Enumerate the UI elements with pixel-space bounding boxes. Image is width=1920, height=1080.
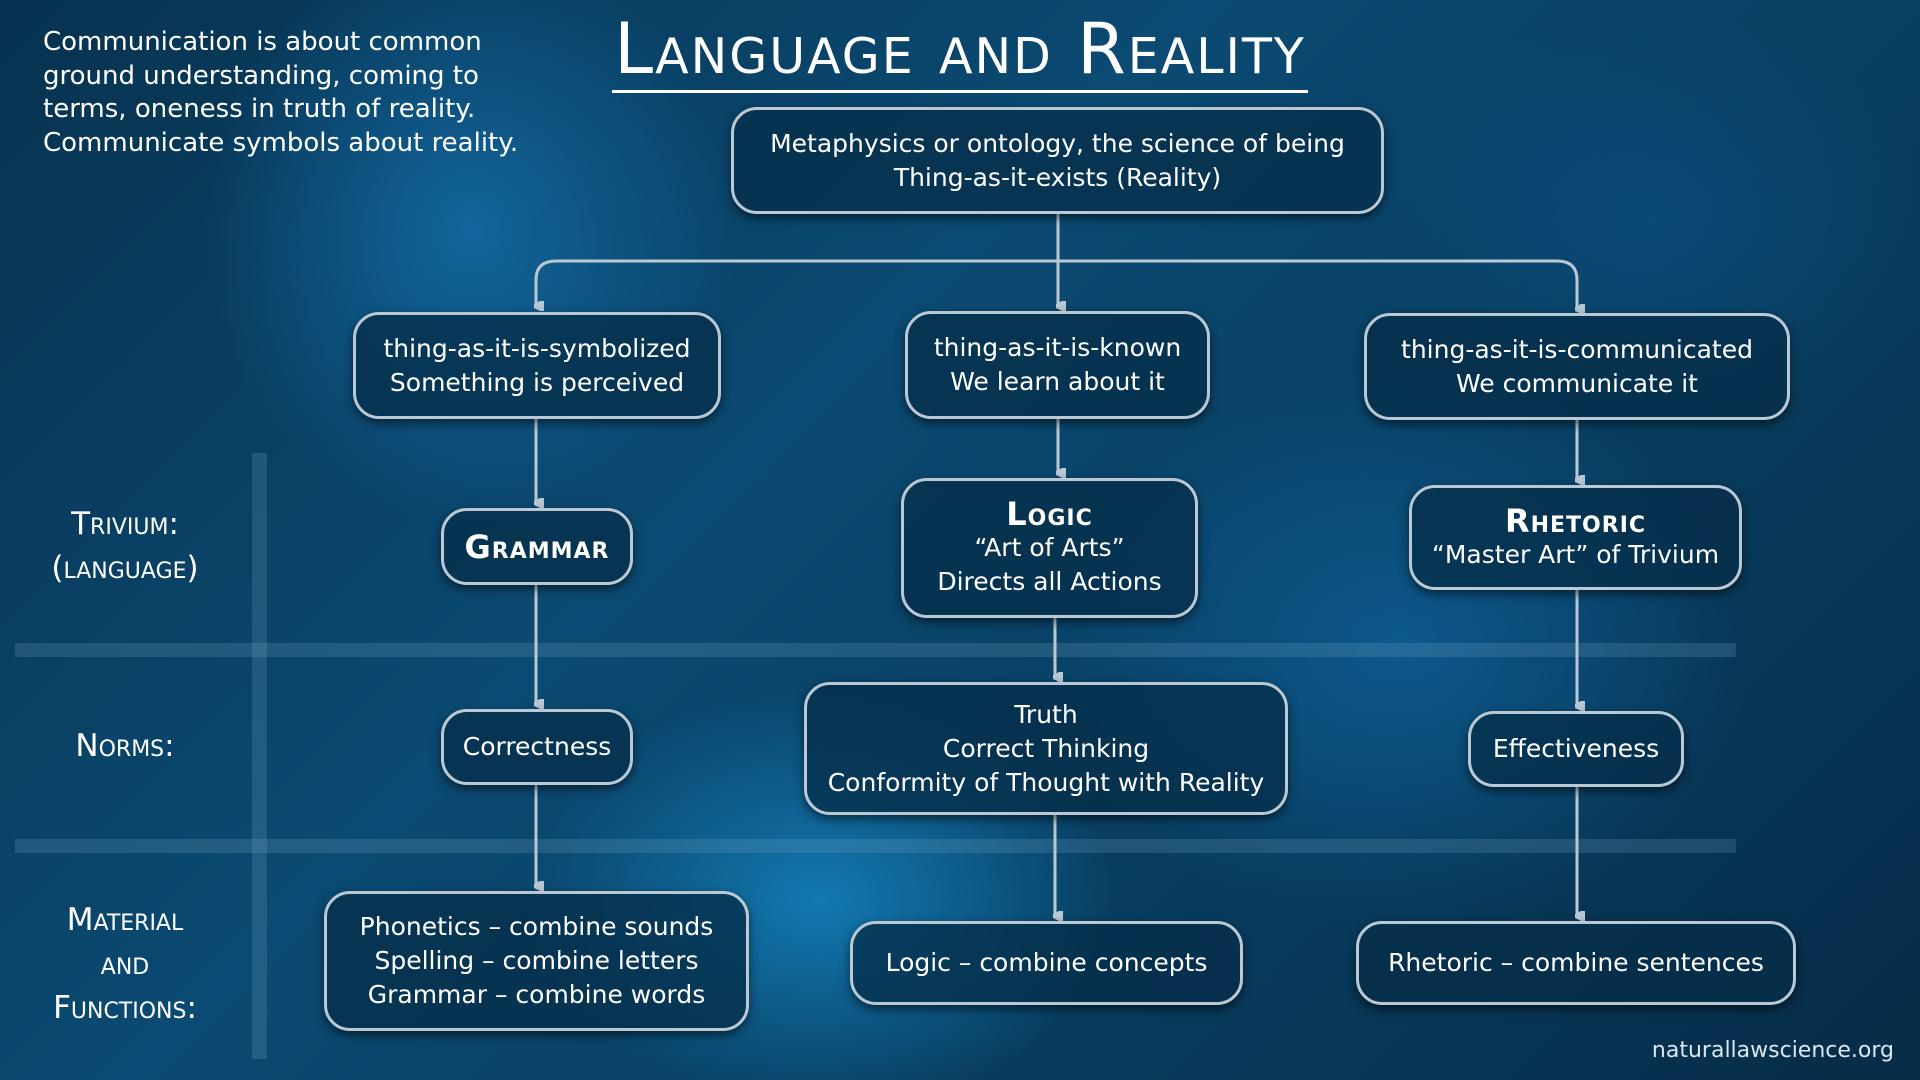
top-box-metaphysics: Metaphysics or ontology, the science of … <box>731 107 1384 214</box>
norm-box-correctness: Correctness <box>441 709 633 785</box>
footer-site-credit: naturallawscience.org <box>1651 1038 1894 1063</box>
material-box-rhetoric: Rhetoric – combine sentences <box>1356 921 1796 1005</box>
art-box-logic: Logic“Art of Arts”Directs all Actions <box>901 478 1198 618</box>
grid-horizontal-band-1 <box>15 643 1736 657</box>
material-box-logic: Logic – combine concepts <box>850 921 1243 1005</box>
row-label-trivium: Trivium:(language) <box>51 506 199 586</box>
art-box-rhetoric: Rhetoric“Master Art” of Trivium <box>1409 485 1742 590</box>
row-label-norms: Norms: <box>75 728 175 764</box>
branch-line <box>534 259 1579 309</box>
grid-horizontal-band-2 <box>15 839 1736 853</box>
art-box-grammar: Grammar <box>441 508 633 585</box>
grid-vertical-band <box>252 453 267 1059</box>
norm-box-effectiveness: Effectiveness <box>1468 711 1684 787</box>
page-title: Language and Reality <box>0 8 1920 93</box>
